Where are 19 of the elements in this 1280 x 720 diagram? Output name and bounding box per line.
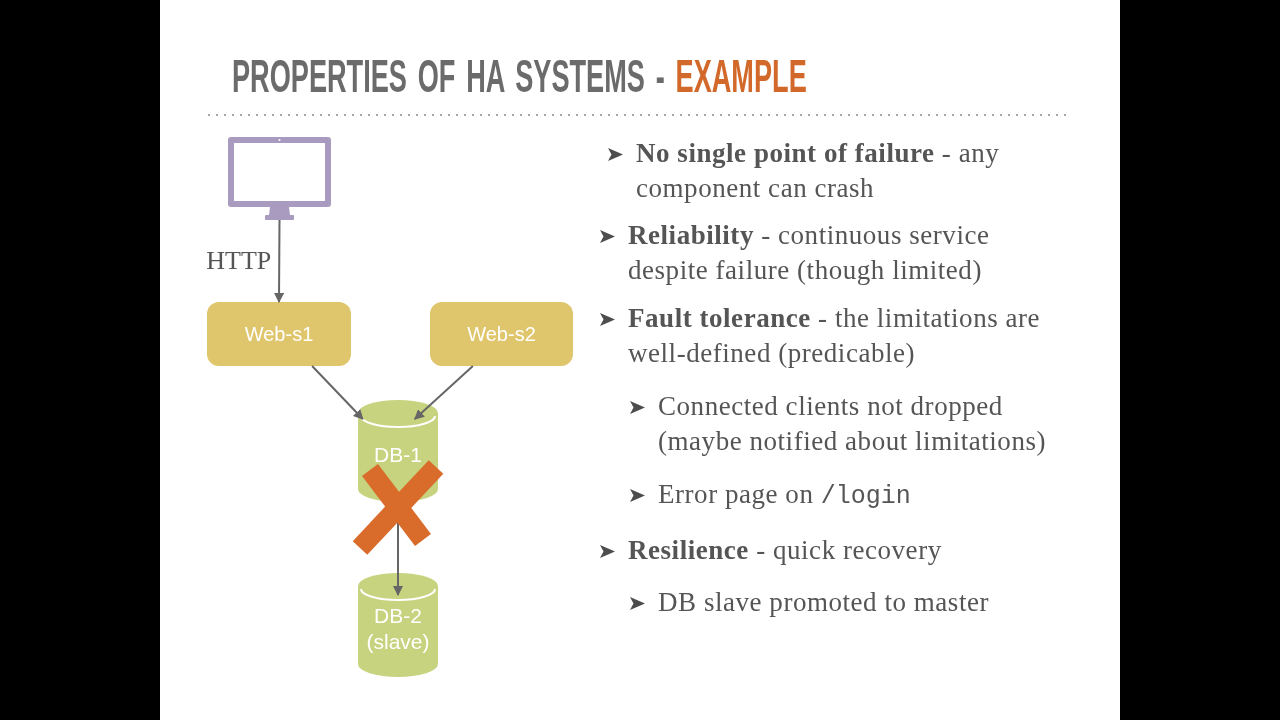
bullet-text: Connected clients not dropped (maybe notified about limitations) [658, 390, 1048, 458]
database-cylinder [358, 573, 438, 677]
database-label: DB-1 [373, 442, 423, 468]
database-label: DB-2 (slave) [365, 603, 431, 655]
bullet-text: Fault tolerance - the limitations are well-defined (predicable) [628, 302, 1042, 370]
bullet-text: No single point of failure - any component can crash [636, 137, 1001, 205]
bullet-text: Reliability - continuous service despite failure (though limited) [628, 219, 991, 287]
arrow [413, 365, 474, 420]
slide-title: PROPERTIES OF HA SYSTEMS - EXAMPLE [232, 50, 807, 102]
server-box [430, 302, 573, 366]
bullet-text: Error page on /login [658, 478, 912, 513]
arrow [311, 365, 364, 420]
server-label: Web-s2 [467, 322, 536, 346]
monitor-icon [228, 137, 331, 220]
bullet-text: DB slave promoted to master [658, 586, 990, 619]
server-label: Web-s1 [244, 322, 314, 346]
bullet-text: Resilience - quick recovery [628, 534, 943, 567]
arrow [274, 219, 285, 303]
server-box [207, 302, 351, 366]
